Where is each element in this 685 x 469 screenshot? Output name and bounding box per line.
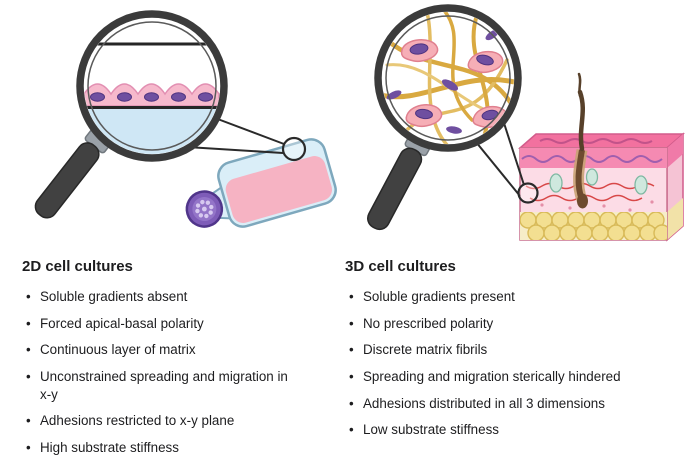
column-2d-title: 2D cell cultures: [22, 258, 133, 275]
zoom-lines-3d: [475, 119, 525, 197]
bullet-text: Adhesions restricted to x-y plane: [40, 413, 235, 429]
bullet-marker: •: [349, 395, 354, 411]
bullet-marker: •: [349, 422, 354, 438]
bullet-text: Soluble gradients absent: [40, 289, 188, 304]
cell-nuclei: [90, 92, 213, 102]
illustration-row: [0, 0, 685, 252]
gland-icon: [549, 173, 563, 193]
gland-icon: [634, 175, 648, 195]
bullet-marker: •: [349, 369, 354, 385]
illustration-3d: [342, 0, 685, 252]
culture-flask: [185, 138, 337, 228]
skin-top-face: [518, 133, 685, 149]
bullet-text: Unconstrained spreading and migration in…: [40, 369, 288, 402]
bullet-text: Low substrate stiffness: [363, 422, 499, 438]
bullet-text: Spreading and migration sterically hinde…: [363, 369, 621, 385]
bullet-text: Adhesions distributed in all 3 dimension…: [363, 395, 605, 411]
column-2d: 2D cell cultures • Soluble gradients abs…: [22, 258, 322, 466]
illustration-2d: [0, 0, 342, 252]
bullet-item: • Unconstrained spreading and migration …: [22, 368, 322, 403]
flask-liquid: [225, 156, 333, 223]
bullet-text: Continuous layer of matrix: [40, 342, 196, 358]
bullet-text: Forced apical-basal polarity: [40, 315, 204, 331]
magnifier-lens-2d: [76, 10, 228, 162]
magnifier-lens-3d: [374, 4, 522, 152]
zoom-target-circle-3d: [517, 182, 539, 204]
bullet-item: • Adhesions restricted to x-y plane: [22, 412, 322, 430]
bullet-marker: •: [26, 289, 31, 304]
bullet-marker: •: [26, 440, 31, 456]
bullet-item: • No prescribed polarity: [345, 315, 675, 333]
bullet-marker: •: [349, 315, 354, 331]
column-3d-title: 3D cell cultures: [345, 258, 456, 275]
bullet-marker: •: [26, 315, 31, 331]
flask-cap-icon: [185, 190, 224, 228]
magnifier-handle-2d: [34, 126, 113, 219]
bullet-item: • Low substrate stiffness: [345, 421, 675, 439]
bullet-item: • Forced apical-basal polarity: [22, 315, 322, 333]
bullet-marker: •: [349, 289, 354, 304]
bullet-marker: •: [26, 369, 31, 385]
adipose-layer: [520, 212, 667, 240]
bullet-item: • Soluble gradients absent: [22, 288, 322, 306]
bullet-text: No prescribed polarity: [363, 315, 494, 331]
bullet-item: • Discrete matrix fibrils: [345, 341, 675, 359]
bullet-marker: •: [26, 342, 31, 358]
bullet-text: Soluble gradients present: [363, 289, 515, 304]
skin-tissue-block: [518, 72, 685, 242]
epidermis-layer: [520, 148, 667, 168]
zoom-lines-2d: [186, 117, 285, 154]
magnifier-flask-graphic: [34, 10, 337, 228]
matrix-cells: [400, 39, 508, 129]
hair-follicle: [573, 72, 588, 209]
gland-icon: [585, 168, 599, 186]
bullet-item: • Continuous layer of matrix: [22, 341, 322, 359]
bullet-marker: •: [349, 342, 354, 358]
bullet-text: Discrete matrix fibrils: [363, 342, 488, 358]
bullet-text: High substrate stiffness: [40, 440, 179, 456]
bullet-item: • High substrate stiffness: [22, 439, 322, 457]
bullet-item: • Spreading and migration sterically hin…: [345, 368, 675, 386]
bullet-item: • Soluble gradients present: [345, 288, 675, 306]
bullet-item: • Adhesions distributed in all 3 dimensi…: [345, 395, 675, 413]
bullet-marker: •: [26, 413, 31, 429]
column-3d: 3D cell cultures • Soluble gradients pre…: [345, 258, 675, 448]
magnifier-skin-graphic: [367, 4, 685, 242]
zoom-target-circle-2d: [281, 136, 307, 162]
